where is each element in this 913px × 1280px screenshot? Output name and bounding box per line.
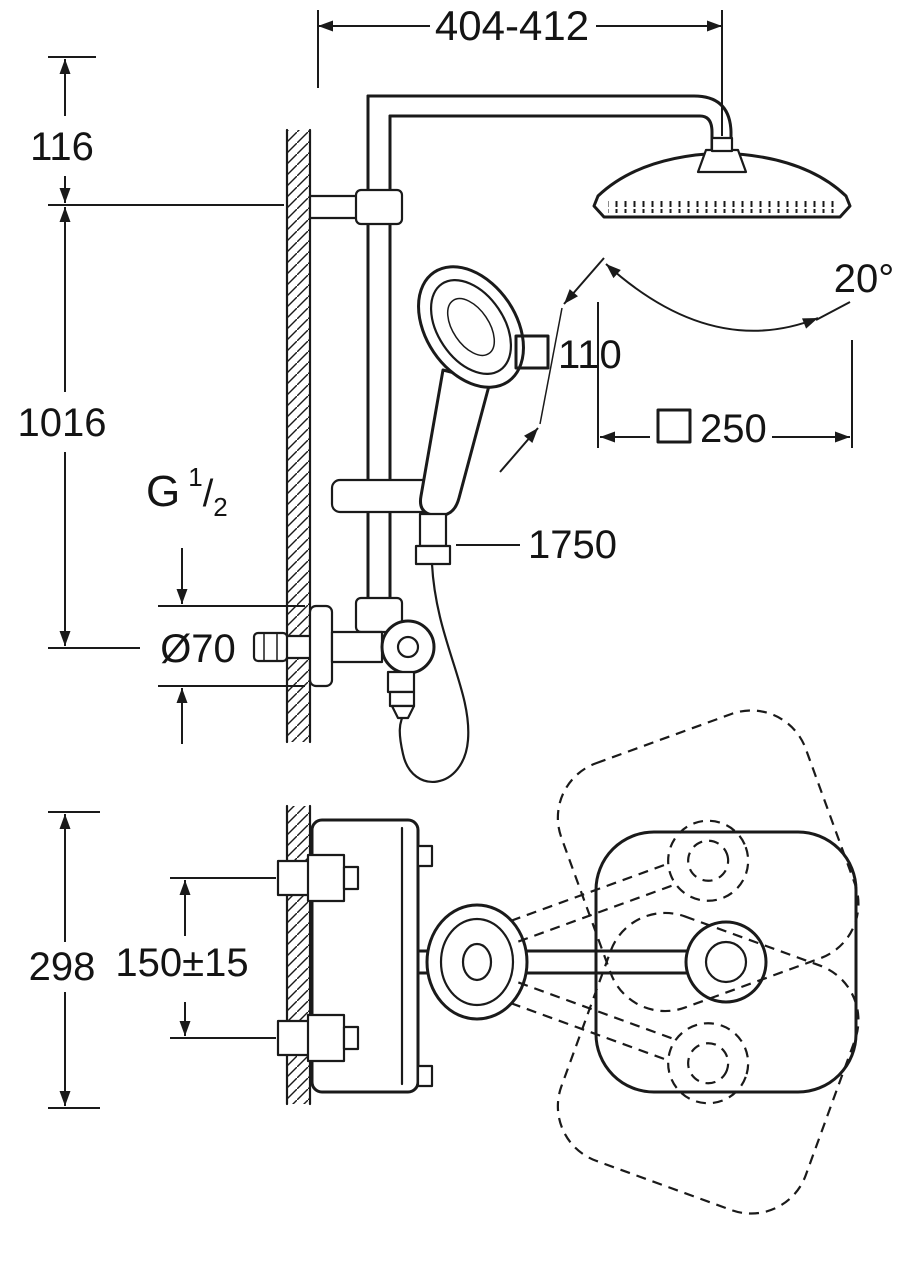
thermostat-knob-inner	[396, 635, 420, 659]
shower-arm-inner	[388, 114, 714, 152]
hand-shower-plan-center	[461, 942, 493, 982]
rail-top-collar	[354, 188, 404, 226]
hand-shower-face-inner	[446, 297, 496, 357]
union-nut	[276, 1019, 312, 1057]
escutcheon-side	[308, 604, 334, 688]
dim-escutcheon-diameter: Ø70	[158, 548, 305, 744]
plan-view: 298 150±15	[29, 709, 860, 1215]
dim-label-250: 250	[700, 407, 767, 451]
angle-leader	[815, 301, 851, 321]
spray-nozzles	[608, 201, 838, 213]
hand-shower-face-ring	[429, 279, 513, 375]
dim-head-shower-size: 250	[597, 302, 853, 451]
swivel-ball-joint	[667, 1022, 750, 1105]
dim-label-298: 298	[29, 945, 96, 989]
ball-joint-inner	[704, 940, 748, 984]
dim-label-110: 110	[558, 333, 622, 377]
angle-arc	[605, 263, 819, 332]
union-nut	[276, 859, 312, 897]
dim-label-150: 150±15	[115, 941, 248, 985]
dim-rail-height-1016: 1016	[18, 207, 140, 649]
dim-arrow-upper	[563, 257, 605, 305]
swivel-outline	[556, 911, 860, 1215]
dim-arrow-lower	[499, 427, 539, 473]
dim-connection-spacing: 150±15	[115, 877, 276, 1039]
dim-label-top-width: 404-412	[435, 2, 589, 49]
supply-connection-bottom	[276, 1013, 360, 1063]
label-hose-length: 1750	[456, 523, 617, 567]
dim-label-116: 116	[30, 125, 94, 169]
dim-label-1016: 1016	[18, 401, 107, 445]
head-shower-side	[592, 136, 852, 219]
dim-hand-shower-size: 110	[499, 257, 622, 473]
side-view	[252, 94, 852, 783]
valve-body	[330, 630, 384, 664]
hose-nut-bottom	[388, 690, 416, 708]
supply-union	[252, 631, 289, 663]
dim-body-height-298: 298	[29, 811, 100, 1109]
dim-face-line	[539, 307, 563, 425]
swivel-ball-joint	[667, 819, 750, 902]
connection-stub	[342, 1025, 360, 1051]
swivel-arm-bottom	[517, 883, 677, 943]
hand-shower-side	[330, 265, 525, 566]
thermostat-tab-bottom	[416, 1064, 434, 1088]
hand-shower-inlet	[418, 512, 448, 548]
connection-body	[306, 1013, 346, 1063]
hose-outlet-cone	[390, 704, 416, 720]
dim-label-70: Ø70	[160, 627, 236, 671]
dim-head-offset-116: 116	[30, 56, 284, 206]
dim-top-width: 404-412	[317, 2, 723, 136]
ball-joint-outer	[684, 920, 768, 1004]
thermostat-side	[252, 596, 436, 720]
hand-shower-head	[417, 265, 525, 389]
swivel-ball-joint-inner	[687, 839, 730, 882]
square-symbol-icon	[656, 408, 692, 444]
swivel-outline	[556, 709, 860, 1013]
swivel-ball-joint-inner	[687, 1042, 730, 1085]
dim-swivel-angle: 20°	[605, 257, 895, 332]
hand-shower-plan	[425, 903, 529, 1021]
thermostat-knob	[380, 619, 436, 675]
diverter-body	[386, 670, 416, 694]
connection-stub	[342, 865, 360, 891]
wall-hatch-side	[287, 130, 310, 742]
arm-connector-cap	[710, 136, 734, 153]
swivel-arm-top	[517, 981, 677, 1041]
hand-shower-plan-outer	[425, 903, 529, 1021]
supply-connection-top	[276, 853, 360, 903]
swivel-arm-bottom	[510, 1002, 670, 1062]
hand-shower-holder	[330, 478, 434, 514]
swivel-arm-top	[510, 862, 670, 922]
wall-hatch-plan	[287, 806, 310, 1104]
thermostat-tab-top	[416, 844, 434, 868]
rail-wall-bracket	[308, 194, 362, 220]
wall-through-pipe	[283, 634, 314, 660]
head-shower-swivel-down	[510, 911, 860, 1215]
connection-body	[306, 853, 346, 903]
square-symbol-icon	[514, 334, 550, 370]
hose-nut-top	[414, 544, 452, 566]
head-shower-swivel-up	[510, 709, 860, 1013]
hand-shower-plan-ring	[439, 917, 515, 1007]
ball-joint-cone	[696, 148, 748, 174]
dim-label-1750: 1750	[528, 523, 617, 567]
dim-label-angle: 20°	[834, 257, 895, 301]
shower-hose	[398, 562, 470, 783]
ball-joint-plan	[684, 920, 768, 1004]
